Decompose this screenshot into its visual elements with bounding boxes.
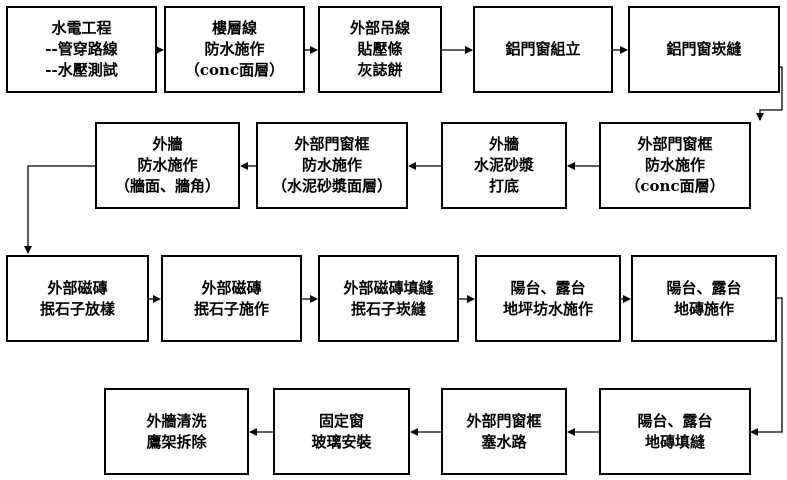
flow-arrow [24, 165, 95, 254]
step-label-line: 打底 [488, 177, 519, 195]
process-step: 鋁門窗崁縫 [628, 6, 780, 93]
step-label-line: 地磚施作 [673, 299, 734, 318]
process-step: 外部門窗框防水施作 （水泥砂漿面層） [256, 122, 408, 209]
step-label-line: （牆面、牆角） [114, 177, 220, 195]
process-step: 固定窗玻璃安裝 [273, 388, 410, 475]
flow-arrow [750, 297, 783, 436]
step-label-line: --管穿路線 [45, 40, 118, 58]
step-label-line: 防水施作 [644, 156, 705, 174]
step-label-line: 陽台、露台 [510, 278, 586, 297]
process-step: 樓層線防水施作 （conc面層） [164, 6, 305, 93]
step-label-line: 抿石子崁縫 [350, 299, 426, 318]
step-label-line: （conc面層） [184, 61, 285, 79]
step-label-line: 水泥砂漿 [473, 156, 534, 174]
step-label-line: 外牆清洗 [146, 411, 207, 430]
step-label-line: 鋁門窗崁縫 [666, 40, 742, 58]
process-step: 外牆防水施作 （牆面、牆角） [95, 122, 240, 209]
process-step: 鋁門窗組立 [473, 6, 613, 93]
step-label-line: 鋁門窗組立 [505, 40, 581, 58]
process-step: 外部磁磚抿石子放樣 [6, 255, 149, 342]
process-step: 外部吊線貼壓條灰誌餅 [318, 6, 442, 93]
step-label-line: 樓層線 [211, 19, 257, 37]
process-step: 陽台、露台地磚施作 [631, 255, 777, 342]
step-label-line: 外部門窗框 [466, 411, 542, 430]
step-label-line: 地坪坊水施作 [502, 299, 593, 318]
process-step: 陽台、露台地坪坊水施作 [475, 255, 621, 342]
step-label-line: 防水施作 [137, 156, 198, 174]
step-label-line: 外部門窗框 [294, 135, 370, 153]
process-step: 外牆水泥砂漿打底 [441, 122, 567, 209]
process-step: 外部門窗框防水施作 （conc面層） [599, 122, 751, 209]
step-label-line: （conc面層） [625, 177, 725, 195]
step-label-line: 固定窗 [318, 411, 364, 430]
step-label-line: 貼壓條 [357, 40, 403, 58]
step-label-line: 外部吊線 [349, 19, 410, 37]
process-step: 外部磁磚抿石子施作 [161, 255, 302, 342]
flow-arrow [756, 66, 783, 121]
step-label-line: 水電工程 [51, 19, 112, 37]
step-label-line: 外牆 [488, 135, 519, 153]
step-label-line: 抿石子施作 [193, 299, 269, 318]
step-label-line: 塞水路 [481, 432, 527, 451]
step-label-line: 抿石子放樣 [39, 299, 115, 318]
step-label-line: 陽台、露台 [637, 411, 713, 430]
step-label-line: 外部磁磚填縫 [343, 278, 434, 297]
step-label-line: 外部磁磚 [47, 278, 108, 297]
step-label-line: --水壓測試 [45, 61, 118, 79]
process-step: 外部磁磚填縫抿石子崁縫 [318, 255, 459, 342]
process-step: 外牆清洗鷹架拆除 [104, 388, 249, 475]
step-label-line: （水泥砂漿面層） [271, 177, 392, 195]
step-label-line: 外部門窗框 [637, 135, 713, 153]
step-label-line: 地磚填縫 [644, 432, 705, 451]
process-step: 陽台、露台地磚填縫 [599, 388, 751, 475]
step-label-line: 外牆 [152, 135, 183, 153]
process-step: 外部門窗框塞水路 [441, 388, 567, 475]
step-label-line: 防水施作 [204, 40, 265, 58]
process-step: 水電工程 --管穿路線 --水壓測試 [6, 6, 157, 93]
step-label-line: 灰誌餅 [357, 61, 403, 79]
step-label-line: 外部磁磚 [201, 278, 262, 297]
step-label-line: 鷹架拆除 [146, 432, 207, 451]
step-label-line: 防水施作 [301, 156, 362, 174]
step-label-line: 陽台、露台 [666, 278, 742, 297]
step-label-line: 玻璃安裝 [311, 432, 372, 451]
